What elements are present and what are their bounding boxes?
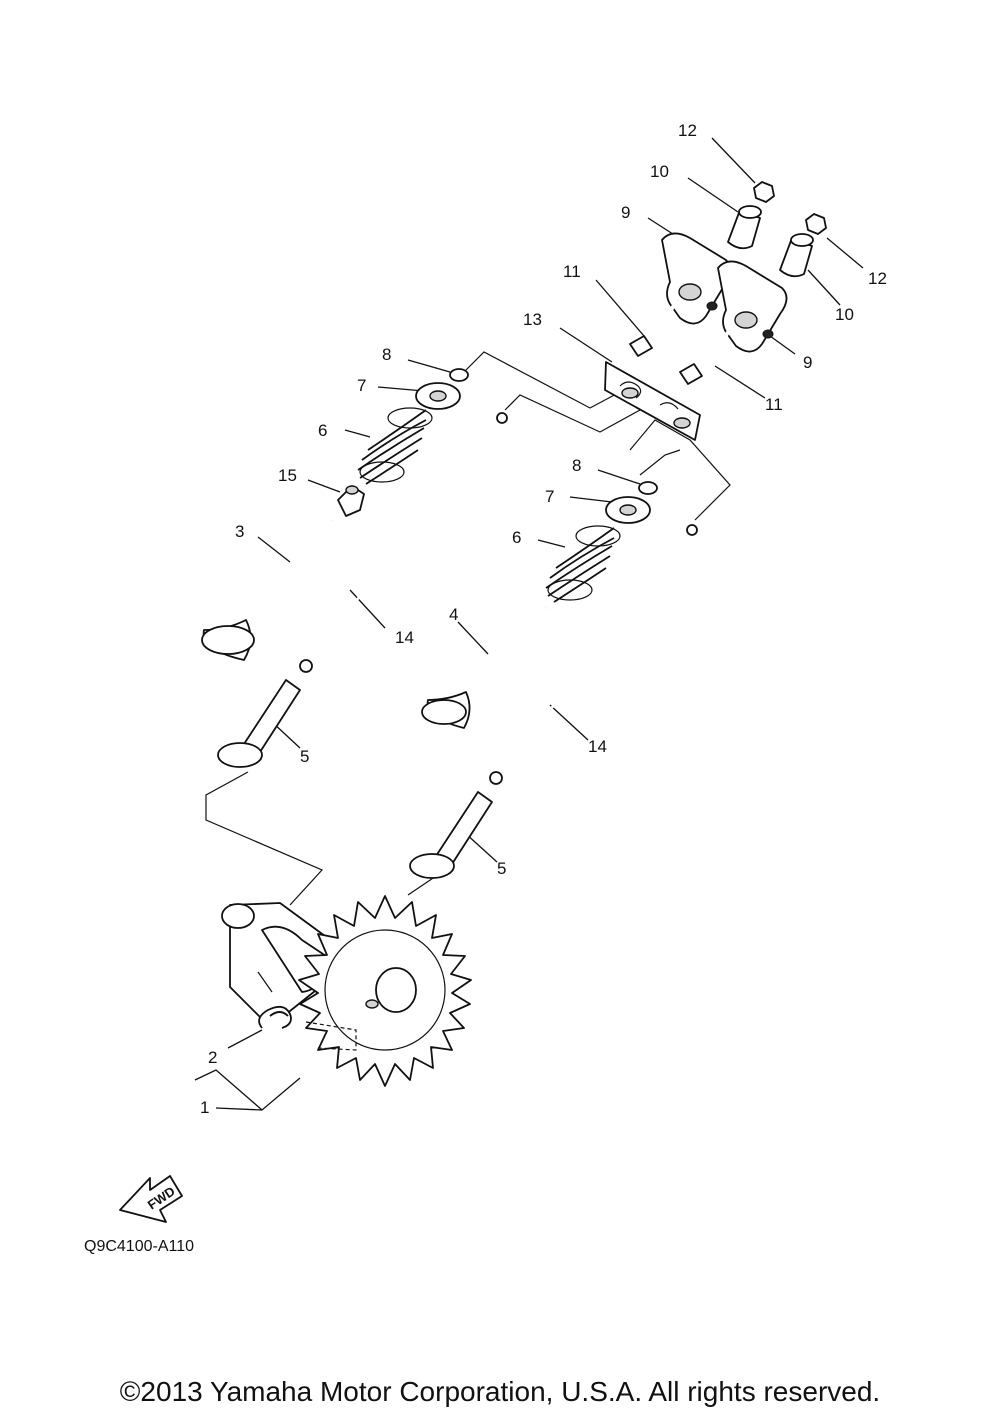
callout-10: 10 [650, 162, 669, 181]
callout-14: 14 [588, 737, 607, 756]
callout-15: 15 [278, 466, 297, 485]
callout-1: 1 [200, 1098, 209, 1117]
fwd-arrow-icon: FWD [119, 1175, 183, 1223]
stud-11-upper [629, 298, 680, 357]
pivot-10-right [779, 233, 814, 278]
callout-5: 5 [497, 859, 506, 878]
callout-6: 6 [318, 421, 327, 440]
callout-5: 5 [300, 747, 309, 766]
callout-4: 4 [449, 605, 458, 624]
callout-9: 9 [803, 353, 812, 372]
callout-9: 9 [621, 203, 630, 222]
stud-11-lower [679, 328, 732, 385]
pivot-10-left [727, 205, 762, 250]
callout-2: 2 [208, 1048, 217, 1067]
callout-3: 3 [235, 522, 244, 541]
rocker-arm-9-right [717, 260, 788, 353]
callout-12: 12 [868, 269, 887, 288]
callout-7: 7 [357, 376, 366, 395]
callout-labels: 12 10 9 12 10 9 11 11 13 8 7 6 15 3 14 8… [200, 121, 887, 1117]
cam-gear [298, 895, 472, 1087]
valve-spring-6-left [357, 407, 433, 485]
callout-6: 6 [512, 528, 521, 547]
callout-10: 10 [835, 305, 854, 324]
callout-12: 12 [678, 121, 697, 140]
callout-8: 8 [572, 456, 581, 475]
push-rod-14-right [489, 524, 698, 785]
valve-3 [201, 518, 335, 661]
spring-retainer-7-right [605, 496, 651, 524]
decompression-spring-2 [257, 971, 292, 1029]
callout-11: 11 [765, 395, 783, 414]
callout-13: 13 [523, 310, 542, 329]
leader-lines [194, 137, 864, 1111]
camshaft-1 [221, 895, 472, 1087]
copyright-notice: ©2013 Yamaha Motor Corporation, U.S.A. A… [119, 1376, 881, 1407]
valve-stem-seal-15 [337, 485, 365, 517]
nut-12-right [805, 213, 827, 235]
valve-4 [421, 606, 549, 729]
tappet-5-lower [409, 791, 493, 879]
push-rod-14-left [299, 412, 508, 673]
diagram-code: Q9C4100-A110 [84, 1238, 194, 1255]
rocker-bracket-13 [604, 361, 701, 441]
callout-11: 11 [563, 262, 581, 281]
callout-7: 7 [545, 487, 554, 506]
nut-12-left [753, 181, 775, 203]
cotter-8-left [449, 368, 469, 382]
cotter-8-right [638, 481, 658, 495]
spring-retainer-7-left [415, 382, 461, 410]
tappet-5-upper [217, 679, 301, 768]
callout-14: 14 [395, 628, 414, 647]
callout-8: 8 [382, 345, 391, 364]
valve-spring-6-right [545, 525, 621, 603]
